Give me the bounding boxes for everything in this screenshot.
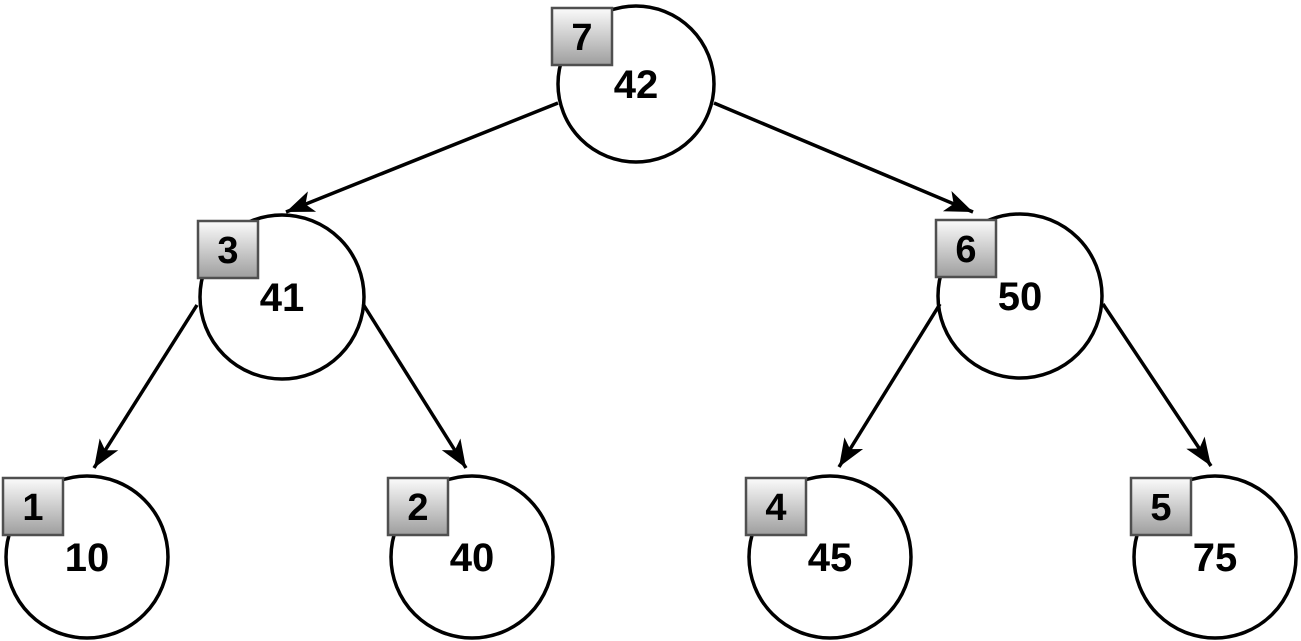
node-value-label: 41 [260, 276, 305, 320]
tree-node-10: 1 10 [1, 474, 170, 640]
tree-node-50: 6 50 [934, 212, 1104, 380]
node-index-label: 6 [955, 229, 976, 271]
tree-edges [92, 101, 1213, 469]
node-index-label: 5 [1150, 487, 1171, 529]
node-index-badge-6 [934, 218, 998, 279]
edge-arrow-6-to-5 [1101, 303, 1213, 467]
node-value-label: 50 [998, 275, 1043, 319]
node-value-label: 10 [65, 536, 110, 580]
node-index-label: 4 [765, 487, 786, 529]
tree-node-41: 3 41 [196, 213, 366, 381]
node-index-label: 2 [407, 487, 428, 529]
tree-node-75: 5 75 [1129, 474, 1298, 640]
edge-arrow-3-to-2 [361, 303, 468, 469]
node-value-label: 42 [614, 63, 659, 107]
edge-arrow-7-to-3 [285, 101, 559, 214]
node-index-badge-1 [1, 476, 65, 537]
node-index-badge-4 [744, 476, 808, 537]
node-value-label: 40 [450, 536, 495, 580]
node-index-badge-7 [550, 6, 614, 67]
node-index-badge-3 [196, 219, 260, 280]
node-index-label: 1 [22, 487, 43, 529]
node-index-label: 7 [571, 17, 592, 59]
node-value-label: 45 [808, 536, 853, 580]
edge-arrow-6-to-4 [837, 303, 942, 468]
tree-node-45: 4 45 [744, 474, 913, 640]
edge-arrow-3-to-1 [92, 304, 199, 469]
node-value-label: 75 [1193, 536, 1238, 580]
tree-node-42: 7 42 [550, 4, 716, 164]
node-index-label: 3 [217, 230, 238, 272]
node-index-badge-2 [386, 476, 450, 537]
tree-node-40: 2 40 [386, 474, 555, 640]
node-index-badge-5 [1129, 476, 1193, 537]
edge-arrow-7-to-6 [713, 101, 974, 214]
